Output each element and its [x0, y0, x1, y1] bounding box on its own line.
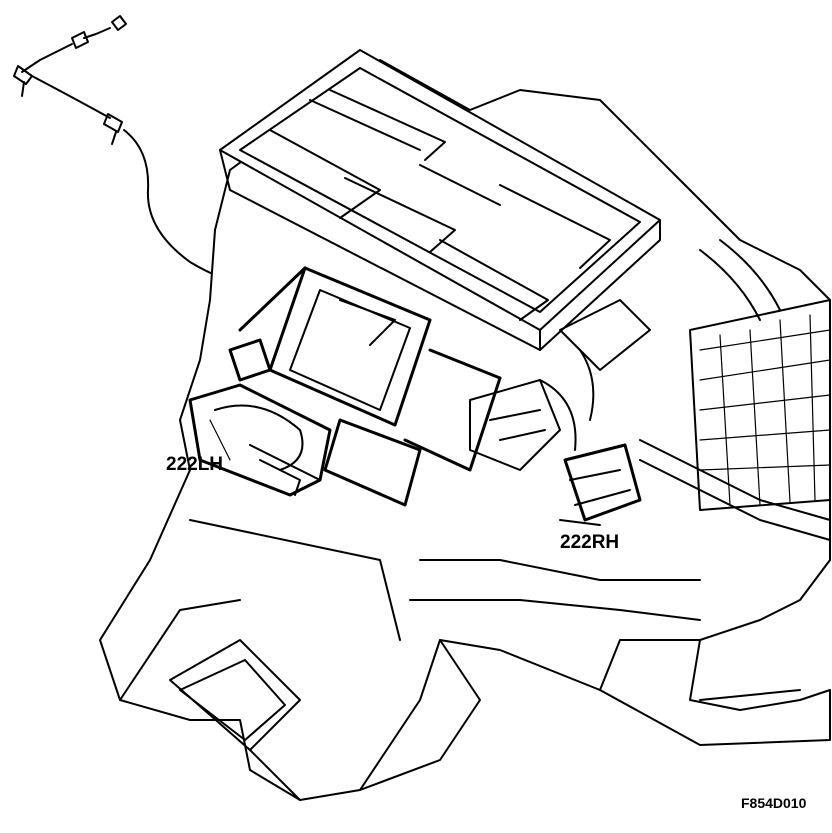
flap-panel — [228, 266, 502, 507]
coolant-pipes — [639, 239, 831, 541]
left-actuator-222lh — [188, 383, 332, 497]
lower-duct — [119, 519, 801, 801]
label-222lh: 222LH — [166, 454, 224, 475]
sensor-cable — [13, 15, 241, 283]
heater-core-grid — [689, 299, 831, 511]
vent-outlet-frame — [219, 49, 661, 351]
linkage-mechanism — [469, 299, 651, 471]
figure-reference-code: F854D010 — [741, 795, 807, 811]
right-actuator-222rh — [559, 443, 642, 526]
label-222rh: 222RH — [560, 532, 620, 553]
main-housing — [99, 59, 831, 801]
